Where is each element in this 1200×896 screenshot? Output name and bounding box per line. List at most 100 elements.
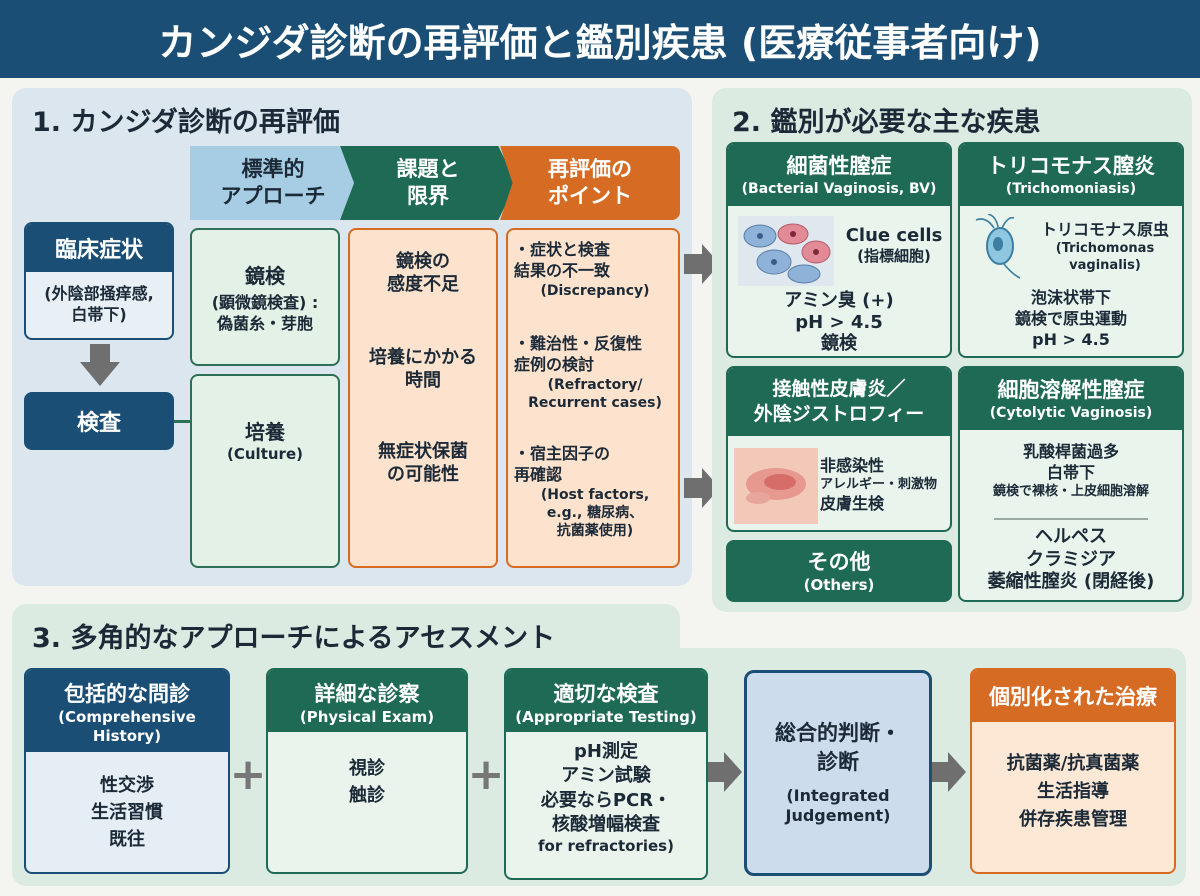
tricho-body: 泡沫状帯下 鏡検で原虫運動 pH > 4.5 — [1014, 288, 1127, 349]
judgement-title: 総合的判断・ 診断 — [775, 720, 901, 775]
microscopy-title: 鏡検 — [245, 263, 285, 288]
bv-clue: Clue cells (指標細胞) — [838, 224, 950, 267]
physical-body: 視診 触診 — [349, 758, 385, 806]
down-arrow-icon — [80, 344, 120, 386]
trichomonas-icon — [975, 214, 1021, 279]
clue-cells-icon — [738, 216, 834, 286]
judgement-card: 総合的判断・ 診断 (Integrated Judgement) — [744, 670, 932, 876]
others-title: その他 — [807, 550, 871, 575]
treatment-body: 抗菌薬/抗真菌薬 生活指導 併存疾患管理 — [1006, 753, 1140, 830]
treatment-title: 個別化された治療 — [972, 670, 1174, 722]
tricho-organism-label: トリコモナス原虫 — [1040, 220, 1169, 239]
contact-l3: 皮膚生検 — [820, 493, 885, 513]
cytolytic-header: 細胞溶解性膣症 (Cytolytic Vaginosis) — [960, 368, 1182, 430]
symptoms-box: 臨床症状 (外陰部掻痒感, 白帯下) — [24, 222, 174, 340]
point-item: ・症状と検査 結果の不一致 (Discrepancy) — [514, 240, 676, 300]
physical-title: 詳細な診察 — [314, 682, 420, 706]
tricho-sub: (Trichomoniasis) — [1005, 181, 1137, 197]
testing-body: pH測定 アミン試験 必要ならPCR・ 核酸増幅検査 — [540, 741, 672, 835]
bv-sub: (Bacterial Vaginosis, BV) — [741, 181, 937, 197]
microscopy-body: (顕微鏡検査) : 偽菌糸・芽胞 — [211, 292, 319, 333]
others-box: その他 (Others) — [726, 540, 952, 602]
connector-line — [174, 420, 190, 423]
right-arrow-icon — [684, 468, 720, 508]
history-body: 性交渉 生活習慣 既往 — [91, 774, 163, 850]
contact-title: 接触性皮膚炎／ 外陰ジストロフィー — [728, 368, 950, 436]
tricho-card: トリコモナス膣炎 (Trichomoniasis) トリコモナス原虫 (Tric… — [958, 142, 1184, 358]
tricho-organism-en: (Trichomonas vaginalis) — [1055, 240, 1155, 273]
cytolytic-l3: 鏡検で裸核・上皮細胞溶解 — [992, 483, 1149, 499]
testing-body-sub: for refractories) — [538, 837, 674, 856]
right-arrow-icon — [684, 244, 720, 284]
tricho-title: トリコモナス膣炎 — [987, 154, 1155, 178]
microscopy-box: 鏡検 (顕微鏡検査) : 偽菌糸・芽胞 — [190, 228, 340, 366]
physical-card: 詳細な診察 (Physical Exam) 視診 触診 — [266, 668, 468, 874]
history-card: 包括的な問診 (Comprehensive History) 性交渉 生活習慣 … — [24, 668, 230, 874]
bv-title: 細菌性膣症 — [786, 154, 892, 178]
point-sub: (Refractory/ Recurrent cases) — [528, 376, 662, 411]
judgement-sub: (Integrated Judgement) — [785, 785, 891, 826]
plus-icon: + — [229, 748, 267, 800]
physical-sub: (Physical Exam) — [299, 708, 435, 726]
point-item: ・宿主因子の 再確認 (Host factors, e.g., 糖尿病、 抗菌薬… — [514, 444, 676, 540]
cytolytic-l2: 白帯下 — [1046, 462, 1095, 482]
cytolytic-l1: 乳酸桿菌過多 — [1022, 442, 1119, 461]
history-sub: (Comprehensive History) — [58, 708, 196, 745]
limitation-item: 無症状保菌 の可能性 — [378, 441, 468, 486]
others-sub: (Others) — [803, 576, 875, 595]
section3-title: 3. 多角的なアプローチによるアセスメント — [32, 623, 556, 654]
culture-sub: (Culture) — [227, 445, 303, 463]
point-sub: (Host factors, e.g., 糖尿病、 抗菌薬使用) — [540, 486, 650, 539]
culture-box: 培養 (Culture) — [190, 374, 340, 568]
limitation-item: 鏡検の 感度不足 — [387, 251, 459, 296]
testing-sub: (Appropriate Testing) — [515, 708, 697, 726]
chevron-standard-approach: 標準的 アプローチ — [190, 146, 356, 220]
testing-card: 適切な検査 (Appropriate Testing) pH測定 アミン試験 必… — [504, 668, 708, 880]
section2-title: 2. 鑑別が必要な主な疾患 — [732, 107, 1041, 138]
divider — [994, 518, 1148, 520]
symptoms-title: 臨床症状 — [26, 224, 172, 272]
bv-header: 細菌性膣症 (Bacterial Vaginosis, BV) — [728, 144, 950, 206]
limitation-item: 培養にかかる 時間 — [369, 347, 477, 392]
cytolytic-body: 乳酸桿菌過多 白帯下 鏡検で裸核・上皮細胞溶解 — [960, 442, 1182, 500]
tricho-header: トリコモナス膣炎 (Trichomoniasis) — [960, 144, 1182, 206]
other-diseases-list: ヘルペス クラミジア 萎縮性膣炎 (閉経後) — [987, 526, 1155, 592]
section1-title: 1. カンジダ診断の再評価 — [32, 107, 340, 138]
physical-header: 詳細な診察 (Physical Exam) — [268, 670, 466, 732]
skin-lesion-icon — [734, 448, 818, 524]
point-main: ・宿主因子の 再確認 — [514, 444, 611, 484]
testing-title: 適切な検査 — [553, 682, 659, 706]
chevron-reevaluation-points: 再評価の ポイント — [500, 146, 680, 220]
history-header: 包括的な問診 (Comprehensive History) — [26, 670, 228, 752]
chevron-issues-limits: 課題と 限界 — [340, 146, 516, 220]
bv-clue-jp: (指標細胞) — [857, 247, 931, 266]
testing-body-wrap: pH測定 アミン試験 必要ならPCR・ 核酸増幅検査 for refractor… — [506, 732, 706, 857]
cytolytic-sub: (Cytolytic Vaginosis) — [989, 405, 1153, 421]
point-item: ・難治性・反復性 症例の検討 (Refractory/ Recurrent ca… — [514, 334, 676, 412]
treatment-card: 個別化された治療 抗菌薬/抗真菌薬 生活指導 併存疾患管理 — [970, 668, 1176, 874]
page-title: カンジダ診断の再評価と鑑別疾患 (医療従事者向け) — [0, 0, 1200, 78]
plus-icon: + — [467, 748, 505, 800]
right-arrow-icon — [932, 752, 966, 792]
bv-clue-label: Clue cells — [845, 225, 943, 246]
title-text: カンジダ診断の再評価と鑑別疾患 (医療従事者向け) — [158, 20, 1042, 65]
cytolytic-card: 細胞溶解性膣症 (Cytolytic Vaginosis) 乳酸桿菌過多 白帯下… — [958, 366, 1184, 602]
contact-l2: アレルギー・刺激物 — [820, 476, 938, 492]
contact-card: 接触性皮膚炎／ 外陰ジストロフィー 非感染性 アレルギー・刺激物 皮膚生検 — [726, 366, 952, 532]
tricho-organism: トリコモナス原虫 (Trichomonas vaginalis) — [1028, 220, 1182, 275]
testing-header: 適切な検査 (Appropriate Testing) — [506, 670, 706, 732]
contact-body: 非感染性 アレルギー・刺激物 皮膚生検 — [820, 456, 950, 514]
right-arrow-icon — [708, 752, 742, 792]
point-main: ・症状と検査 結果の不一致 — [514, 240, 611, 280]
point-sub: (Discrepancy) — [540, 282, 650, 299]
exam-box: 検査 — [24, 392, 174, 450]
points-box: ・症状と検査 結果の不一致 (Discrepancy) ・難治性・反復性 症例の… — [506, 228, 680, 568]
culture-title: 培養 — [245, 420, 285, 444]
point-main: ・難治性・反復性 症例の検討 — [514, 334, 643, 374]
symptoms-body: (外陰部掻痒感, 白帯下) — [44, 284, 154, 324]
cytolytic-title: 細胞溶解性膣症 — [997, 378, 1145, 402]
contact-l1: 非感染性 — [820, 456, 885, 475]
limitations-box: 鏡検の 感度不足 培養にかかる 時間 無症状保菌 の可能性 — [348, 228, 498, 568]
history-title: 包括的な問診 — [64, 682, 190, 706]
bv-body: アミン臭 (+) pH > 4.5 鏡検 — [784, 290, 894, 355]
